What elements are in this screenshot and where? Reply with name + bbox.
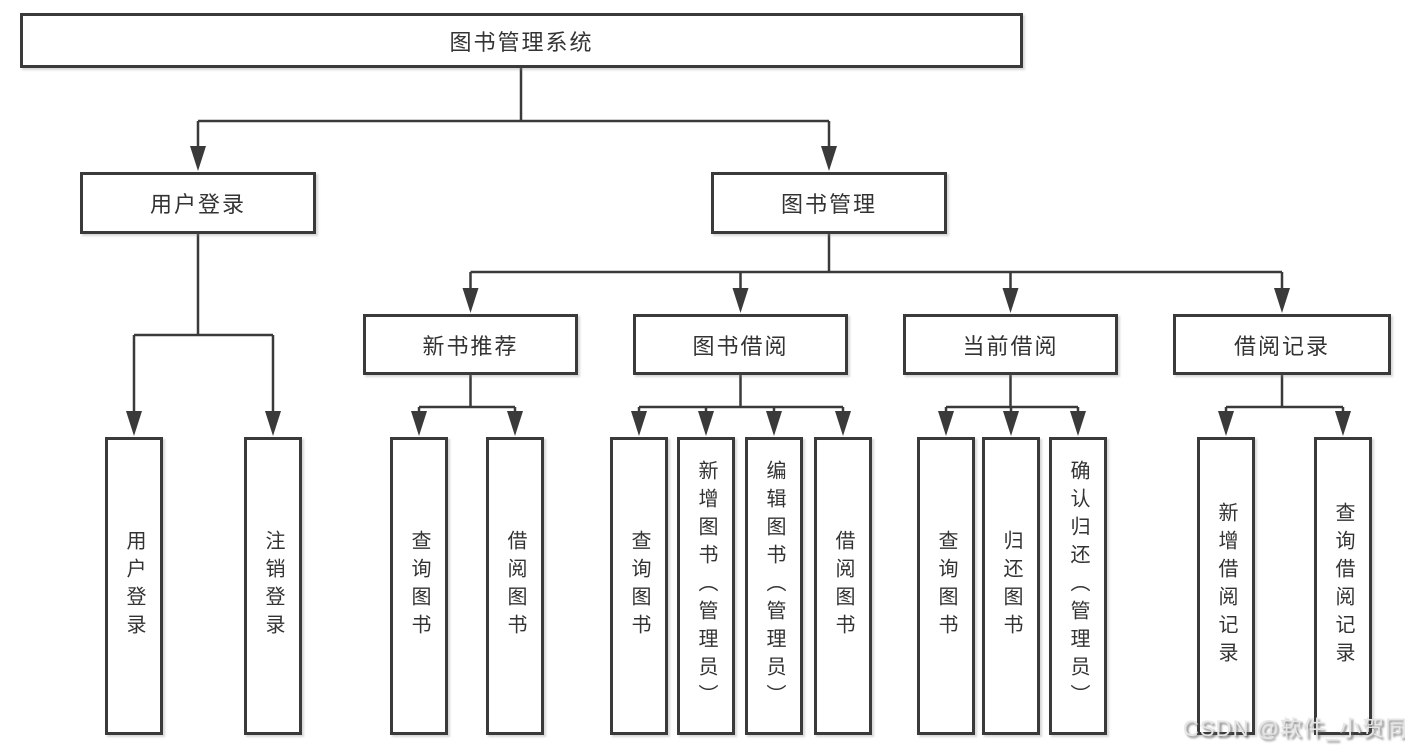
arrowhead bbox=[698, 411, 714, 436]
leaf-label: 编辑图书（管理员） bbox=[763, 460, 785, 712]
arrowhead bbox=[766, 411, 782, 436]
connector-borrow-records bbox=[1224, 375, 1345, 413]
leaf-query-borrow-record: 查询借阅记录 bbox=[1314, 437, 1372, 735]
leaf-label: 新增借阅记录 bbox=[1215, 502, 1237, 670]
connector-book-borrow bbox=[637, 375, 845, 413]
node-current-borrow: 当前借阅 bbox=[903, 314, 1118, 375]
arrowhead bbox=[411, 411, 427, 436]
arrowhead bbox=[265, 411, 281, 436]
node-label: 图书管理系统 bbox=[449, 29, 594, 55]
arrowhead bbox=[835, 411, 851, 436]
connector-new-book bbox=[417, 375, 517, 413]
node-label: 图书管理 bbox=[780, 192, 877, 217]
node-label: 图书借阅 bbox=[692, 333, 789, 359]
node-label: 新书推荐 bbox=[422, 333, 519, 359]
leaf-label: 注销登录 bbox=[262, 530, 284, 642]
node-borrow-records: 借阅记录 bbox=[1173, 314, 1391, 375]
leaf-add-books-admin: 新增图书（管理员） bbox=[677, 437, 735, 735]
connector-current-borrow bbox=[944, 375, 1080, 413]
connector-root bbox=[196, 68, 831, 149]
leaf-label: 新增图书（管理员） bbox=[695, 460, 717, 712]
csdn-watermark: CSDN @软件_小贺同学 bbox=[1183, 716, 1405, 741]
leaf-label: 用户登录 bbox=[123, 530, 145, 642]
arrowhead bbox=[190, 146, 206, 171]
connector-user-login bbox=[132, 234, 275, 413]
connector-book-management bbox=[469, 234, 1284, 290]
node-root-system: 图书管理系统 bbox=[20, 13, 1023, 68]
node-book-borrow: 图书借阅 bbox=[633, 314, 848, 375]
leaf-query-books-2: 查询图书 bbox=[610, 437, 668, 735]
leaf-add-borrow-record: 新增借阅记录 bbox=[1197, 437, 1255, 735]
leaf-borrow-books-1: 借阅图书 bbox=[486, 437, 544, 735]
arrowhead bbox=[1335, 411, 1351, 436]
arrowheads bbox=[126, 146, 1351, 436]
leaf-borrow-books-2: 借阅图书 bbox=[814, 437, 872, 735]
leaf-user-login: 用户登录 bbox=[105, 437, 163, 735]
leaf-label: 确认归还（管理员） bbox=[1067, 460, 1089, 712]
leaf-label: 查询图书 bbox=[408, 530, 430, 642]
node-user-login: 用户登录 bbox=[80, 172, 316, 234]
arrowhead bbox=[821, 146, 837, 171]
leaf-label: 借阅图书 bbox=[832, 530, 854, 642]
node-new-book-recommend: 新书推荐 bbox=[363, 314, 578, 375]
leaf-query-books-1: 查询图书 bbox=[390, 437, 448, 735]
leaf-label: 归还图书 bbox=[1000, 530, 1022, 642]
arrowhead bbox=[938, 411, 954, 436]
leaf-label: 借阅图书 bbox=[504, 530, 526, 642]
arrowhead bbox=[1002, 288, 1019, 313]
node-label: 借阅记录 bbox=[1233, 333, 1330, 359]
arrowhead bbox=[1274, 288, 1290, 313]
arrowhead bbox=[507, 411, 523, 436]
arrowhead bbox=[462, 288, 479, 313]
arrowhead bbox=[1070, 411, 1086, 436]
leaf-query-books-3: 查询图书 bbox=[917, 437, 975, 735]
arrowhead bbox=[126, 411, 142, 436]
leaf-return-books: 归还图书 bbox=[982, 437, 1040, 735]
node-book-management: 图书管理 bbox=[711, 172, 947, 234]
arrowhead bbox=[1218, 411, 1234, 436]
leaf-edit-books-admin: 编辑图书（管理员） bbox=[745, 437, 803, 735]
leaf-logout: 注销登录 bbox=[244, 437, 302, 735]
arrowhead bbox=[732, 288, 749, 313]
leaf-label: 查询图书 bbox=[935, 530, 957, 642]
leaf-label: 查询借阅记录 bbox=[1332, 502, 1354, 670]
arrowhead bbox=[1003, 411, 1019, 436]
node-label: 当前借阅 bbox=[962, 333, 1059, 359]
leaf-label: 查询图书 bbox=[628, 530, 650, 642]
node-label: 用户登录 bbox=[149, 192, 246, 217]
leaf-confirm-return-admin: 确认归还（管理员） bbox=[1049, 437, 1107, 735]
arrowhead bbox=[631, 411, 647, 436]
